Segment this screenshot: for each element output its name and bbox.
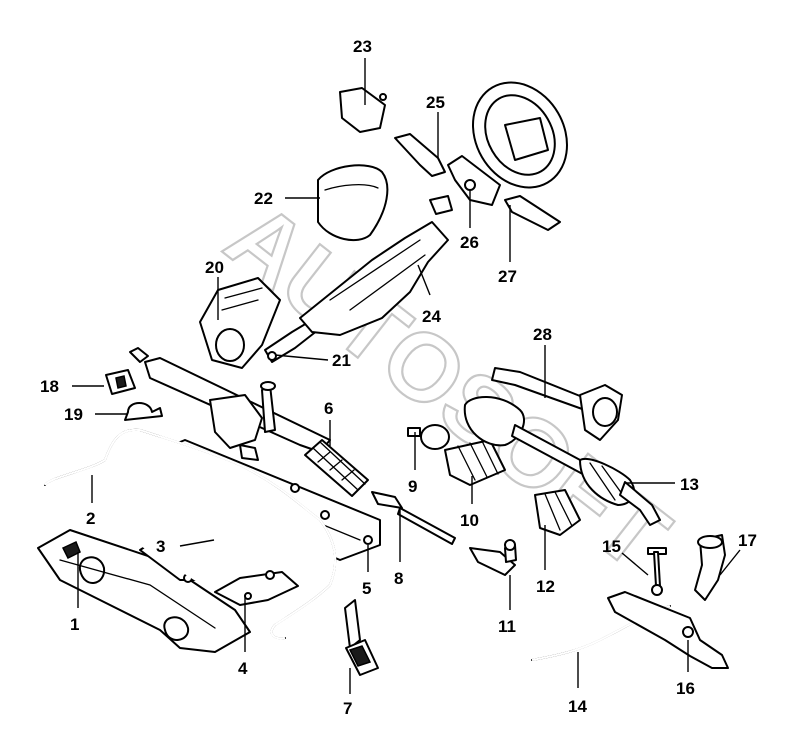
part-switch-assembly <box>447 155 501 206</box>
part-steering-rack <box>129 347 331 461</box>
part-drive-shaft <box>463 396 661 526</box>
part-mount-bracket <box>344 599 379 676</box>
callout-8: 8 <box>394 569 403 588</box>
part-bolt-5 <box>363 535 373 545</box>
part-bushing-9 <box>407 424 450 450</box>
callout-26: 26 <box>460 233 479 252</box>
callout-17: 17 <box>738 531 757 550</box>
part-knuckle <box>694 534 726 601</box>
callout-11: 11 <box>498 617 516 636</box>
part-bushing-18 <box>105 369 136 395</box>
callout-2: 2 <box>86 509 95 528</box>
part-tie-rod-end <box>469 539 517 576</box>
callout-5: 5 <box>362 579 371 598</box>
callout-18: 18 <box>40 377 59 396</box>
callout-21: 21 <box>332 351 351 370</box>
callout-6: 6 <box>324 399 333 418</box>
part-cv-joint-12 <box>534 489 581 536</box>
callout-19: 19 <box>64 405 83 424</box>
part-inner-tie-rod <box>371 491 456 545</box>
callout-24: 24 <box>422 307 441 326</box>
part-bellows-boot <box>304 439 369 497</box>
callout-22: 22 <box>254 189 273 208</box>
callout-27: 27 <box>498 267 517 286</box>
callout-labels: 1 2 3 4 5 6 7 8 9 10 11 12 13 14 15 16 1… <box>40 37 757 718</box>
callout-1: 1 <box>70 615 79 634</box>
callout-25: 25 <box>426 93 445 112</box>
callout-12: 12 <box>536 577 555 596</box>
callout-16: 16 <box>676 679 695 698</box>
callout-13: 13 <box>680 475 699 494</box>
part-steering-wheel <box>472 81 568 189</box>
callout-15: 15 <box>602 537 621 556</box>
part-stabilizer-link <box>647 547 667 596</box>
part-intermediate-shaft <box>491 367 623 441</box>
callout-20: 20 <box>205 258 224 277</box>
part-cv-boot-10 <box>444 439 506 486</box>
part-bracket <box>214 570 299 606</box>
callout-28: 28 <box>533 325 552 344</box>
part-ignition-lock <box>339 87 387 133</box>
callout-23: 23 <box>353 37 372 56</box>
callout-14: 14 <box>568 697 587 716</box>
callout-10: 10 <box>460 511 479 530</box>
leader-lines <box>72 58 741 694</box>
callout-3: 3 <box>156 537 165 556</box>
part-wiper-switch <box>504 195 561 231</box>
part-column-cover <box>317 164 389 242</box>
part-column-bracket <box>199 277 281 369</box>
part-clamp-19 <box>124 402 163 421</box>
callout-7: 7 <box>343 699 352 718</box>
part-steering-column <box>299 195 453 336</box>
part-lower-arm <box>607 591 729 669</box>
part-combination-switch <box>394 133 446 177</box>
callout-4: 4 <box>238 659 248 678</box>
callout-9: 9 <box>408 477 417 496</box>
part-subframe <box>37 529 251 653</box>
